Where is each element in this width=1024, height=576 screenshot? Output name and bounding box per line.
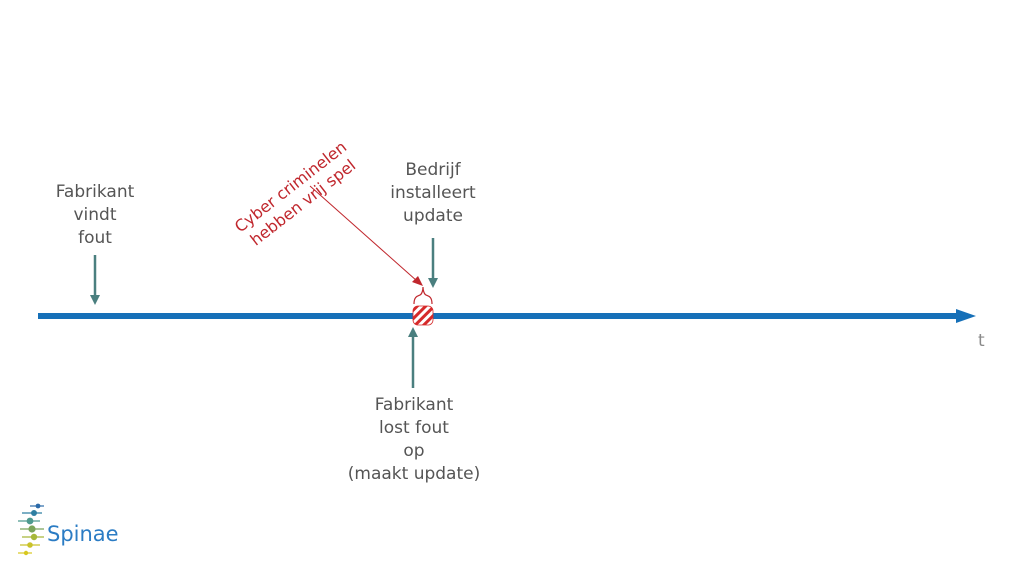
annotation-pointer-head [412, 276, 423, 286]
event-label-line: (maakt update) [347, 464, 481, 484]
vulnerability-window [412, 305, 434, 326]
timeline-arrowhead [956, 309, 976, 323]
event-arrowhead-lost [408, 327, 418, 337]
window-brace [413, 286, 433, 305]
annotation-pointer [309, 185, 418, 282]
event-label-lost: Fabrikant lost fout op (maakt update) [334, 394, 494, 486]
event-label-line: op [403, 441, 425, 461]
event-label-line: update [403, 206, 463, 226]
event-label-line: vindt [73, 205, 117, 225]
event-label-line: lost fout [379, 418, 449, 438]
event-label-line: Fabrikant [374, 395, 454, 415]
event-arrowhead-vindt [90, 295, 100, 305]
spinae-logo-icon [18, 503, 44, 556]
event-label-line: installeert [390, 183, 476, 203]
event-label-line: fout [78, 228, 112, 248]
event-label-vindt: Fabrikant vindt fout [45, 181, 145, 250]
event-label-line: Bedrijf [405, 160, 461, 180]
axis-label-t: t [978, 331, 985, 351]
event-label-line: Fabrikant [55, 182, 135, 202]
logo-text: Spinae [47, 522, 119, 546]
event-arrowhead-installeert [428, 278, 438, 288]
event-label-installeert: Bedrijf installeert update [383, 159, 483, 228]
